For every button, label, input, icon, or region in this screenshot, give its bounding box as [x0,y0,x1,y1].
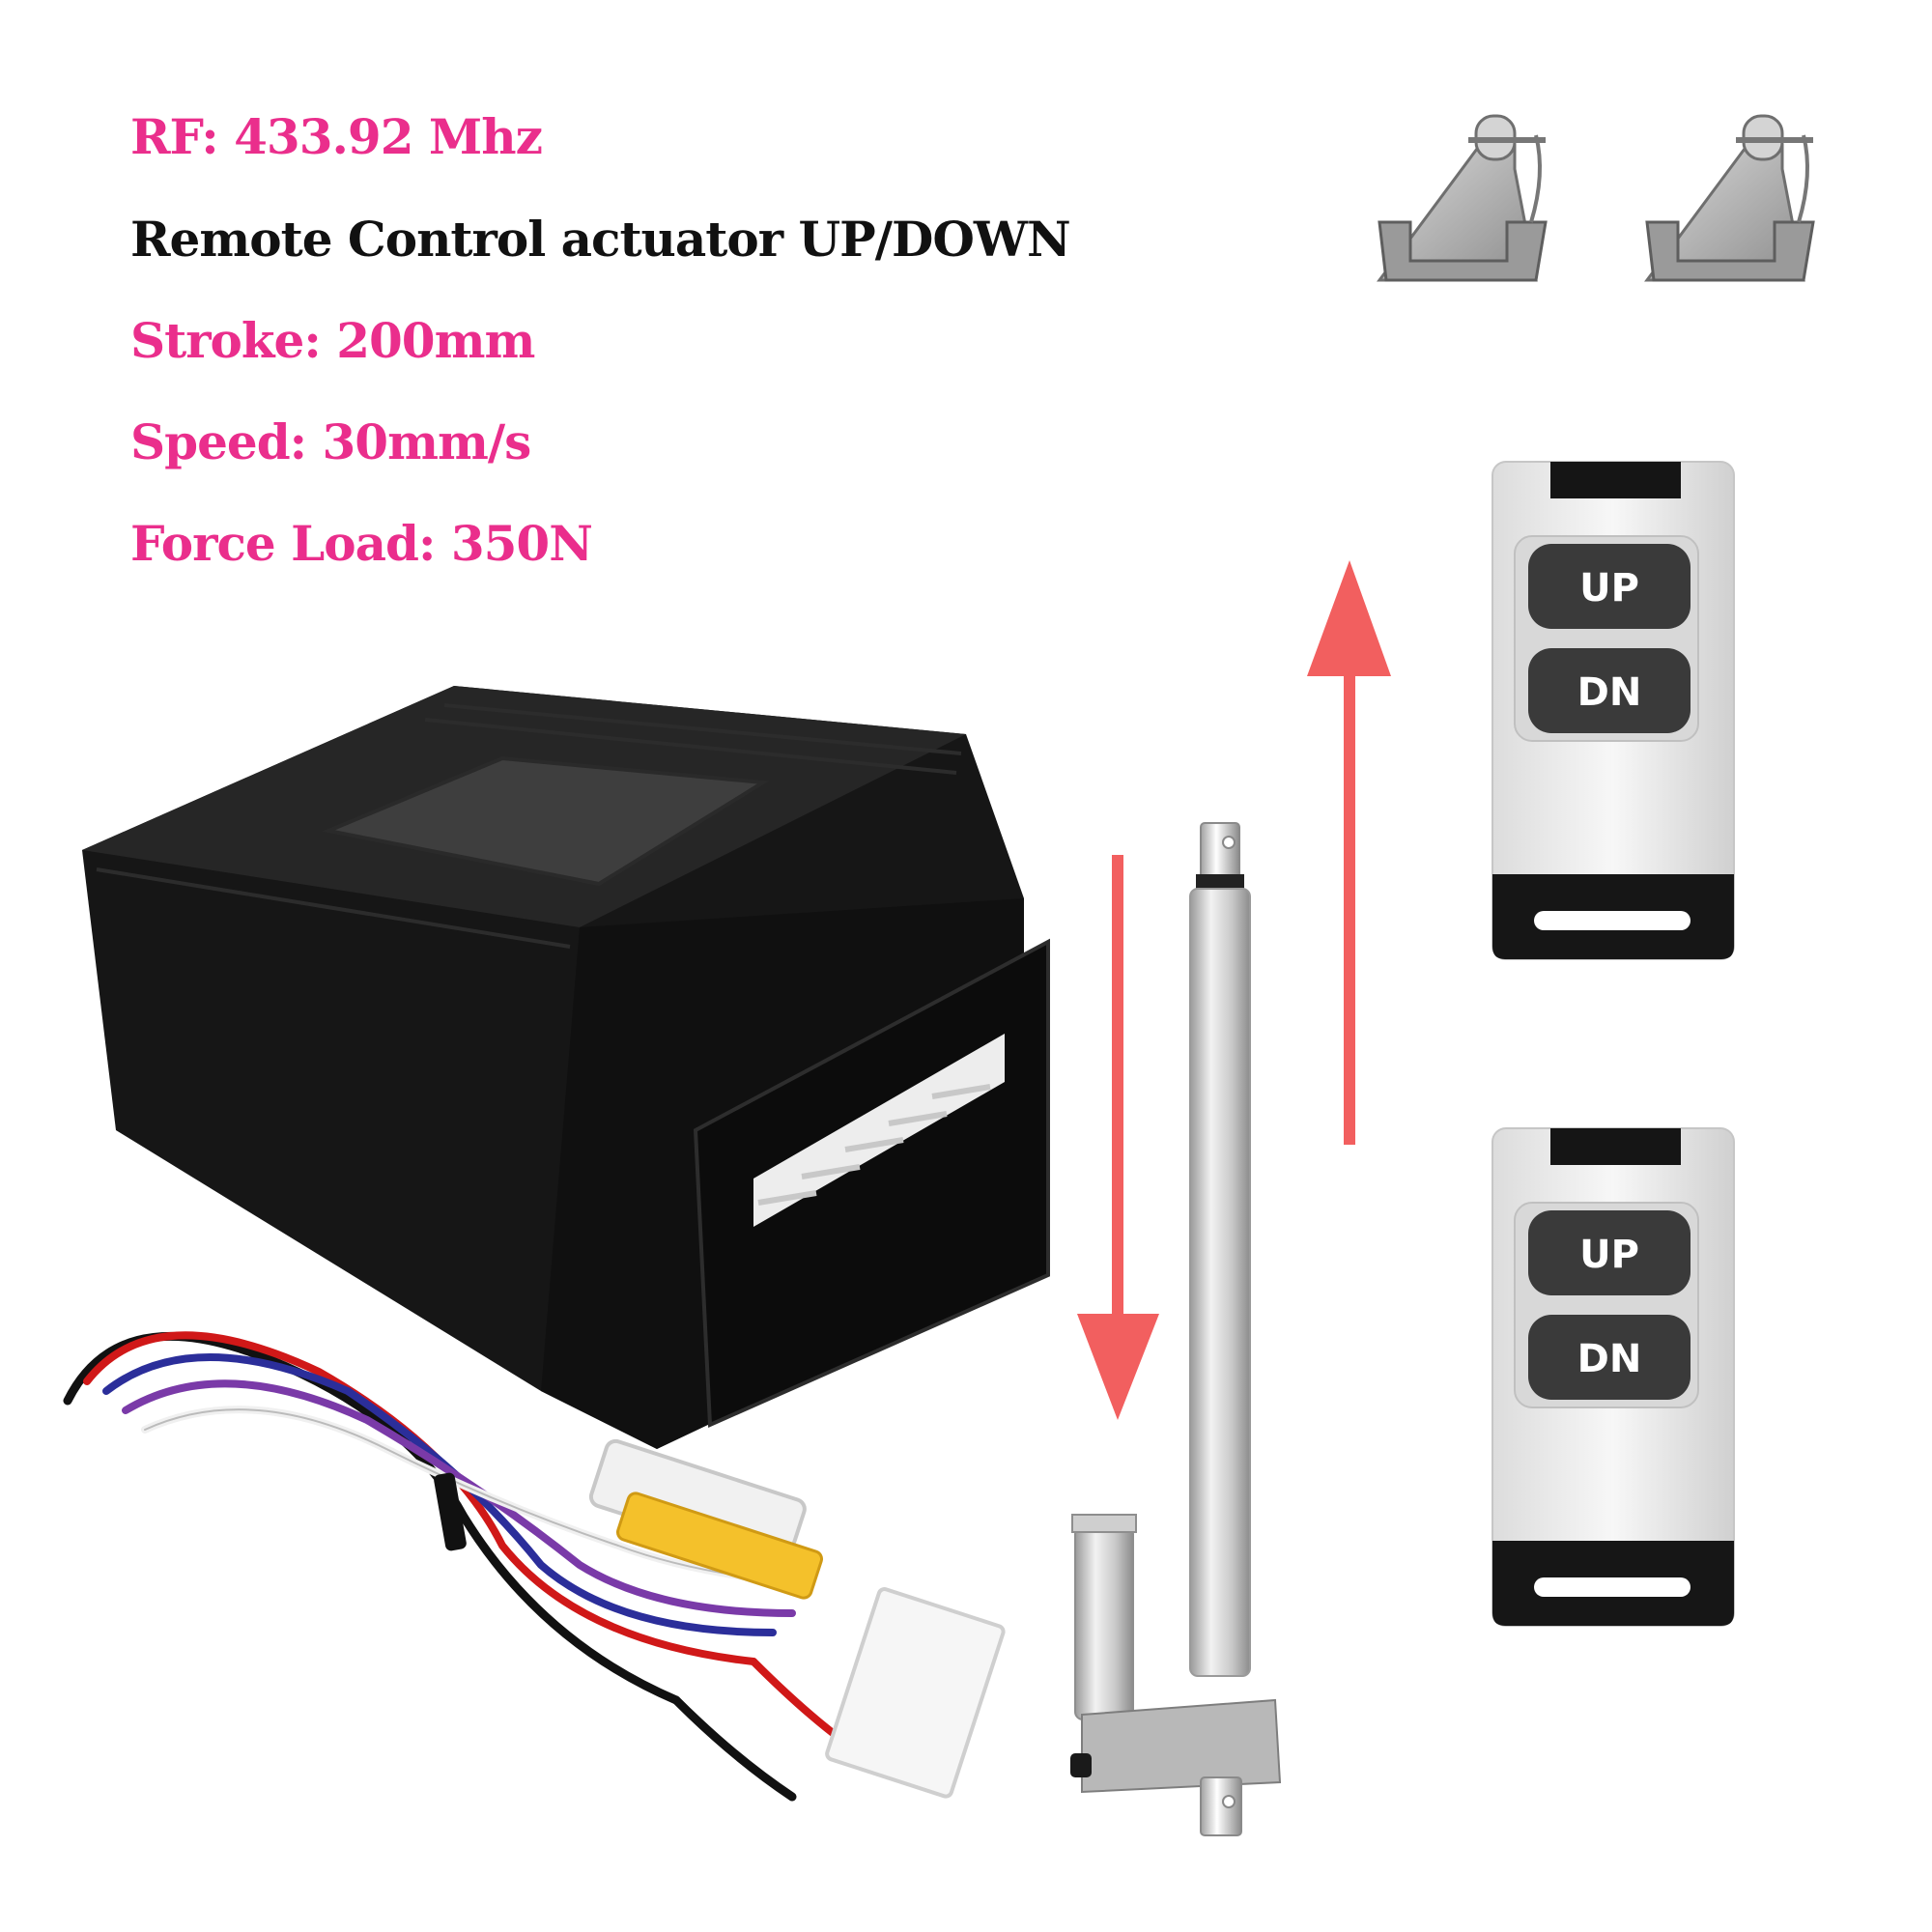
up-button[interactable]: UP [1528,1210,1690,1295]
down-button-label: DN [1577,670,1642,715]
spec-force-load: Force Load: 350N [130,515,593,572]
up-button-label: UP [1579,566,1639,611]
spec-speed: Speed: 30mm/s [130,413,531,470]
mounting-bracket-icon [1644,114,1815,282]
linear-actuator [1070,822,1282,1836]
direction-arrow-icon [1307,560,1391,1145]
direction-arrow-icon [1077,855,1159,1420]
down-button[interactable]: DN [1528,648,1690,733]
spec-rf: RF: 433.92 Mhz [130,108,543,165]
spec-stroke: Stroke: 200mm [130,312,535,369]
up-button-label: UP [1579,1233,1639,1277]
mounting-bracket-icon [1377,114,1548,282]
remote-control: UP DN [1492,461,1735,960]
up-button[interactable]: UP [1528,544,1690,629]
wiring-harness [63,1331,1006,1802]
receiver-box [82,686,1050,1449]
product-headline: Remote Control actuator UP/DOWN [130,211,1071,268]
down-button[interactable]: DN [1528,1315,1690,1400]
down-button-label: DN [1577,1337,1642,1381]
remote-control: UP DN [1492,1127,1735,1627]
